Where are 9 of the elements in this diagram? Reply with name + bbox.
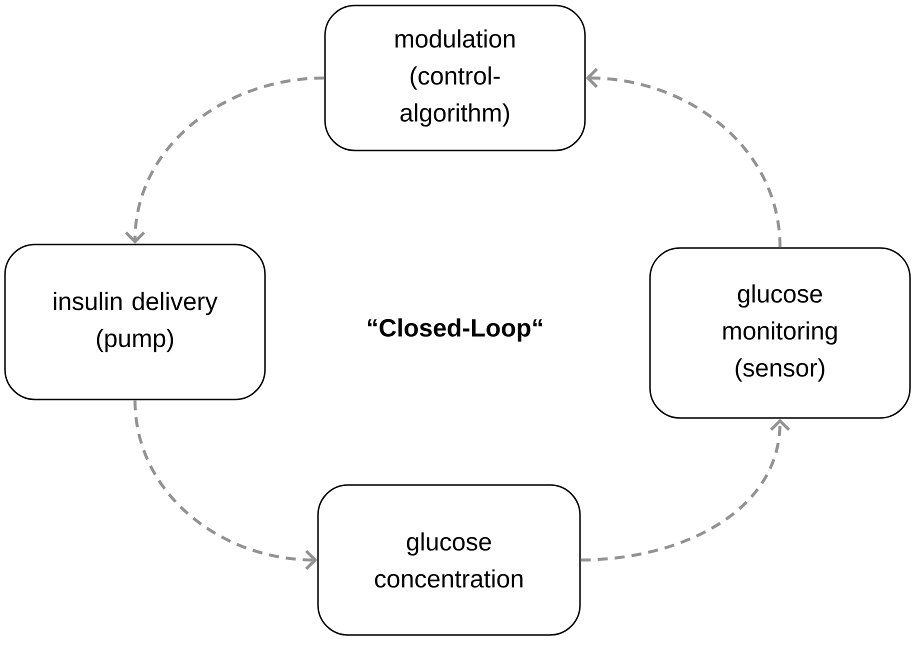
arrow — [580, 418, 790, 562]
process-box: insulin delivery (pump) — [4, 244, 266, 400]
arrow — [124, 76, 324, 244]
process-box: glucose concentration — [317, 484, 581, 636]
center-label: “Closed-Loop“ — [368, 318, 542, 342]
arrow — [586, 68, 782, 248]
arrow — [134, 400, 318, 570]
process-box: modulation (control-algorithm) — [324, 4, 586, 152]
process-box: glucose monitoring (sensor) — [649, 247, 911, 419]
